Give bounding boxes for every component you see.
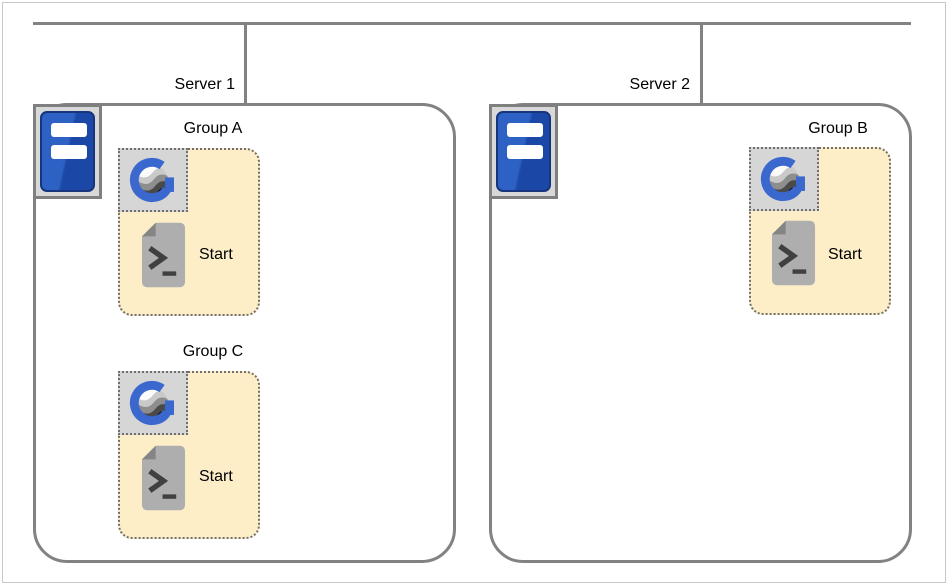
g-logo-icon <box>124 376 182 430</box>
server-slot-bar <box>507 145 543 159</box>
group-a-start-label: Start <box>199 246 233 263</box>
network-bus-line <box>33 22 911 25</box>
server1-label: Server 1 <box>174 76 235 93</box>
group-a-label: Group A <box>183 120 243 137</box>
server-icon <box>496 111 551 192</box>
group-b-start-label: Start <box>828 246 862 263</box>
server1-connector-line <box>244 22 247 104</box>
group-c-start-label: Start <box>199 468 233 485</box>
server-slot-bar <box>507 123 543 137</box>
group-b-label: Group B <box>808 120 868 137</box>
group-c-label: Group C <box>182 343 244 360</box>
server-icon <box>40 111 95 192</box>
group-c-icon-plate <box>118 371 188 435</box>
g-logo-icon <box>124 153 182 207</box>
group-b-icon-plate <box>749 147 819 211</box>
g-logo-icon <box>755 152 813 206</box>
group-a-icon-plate <box>118 148 188 212</box>
script-icon <box>141 221 186 289</box>
script-icon <box>771 219 816 287</box>
server2-connector-line <box>700 22 703 104</box>
server-slot-bar <box>51 123 87 137</box>
server1-icon-plate <box>33 104 102 199</box>
server2-label: Server 2 <box>629 76 690 93</box>
server-slot-bar <box>51 145 87 159</box>
server2-icon-plate <box>489 104 558 199</box>
script-icon <box>141 444 186 512</box>
